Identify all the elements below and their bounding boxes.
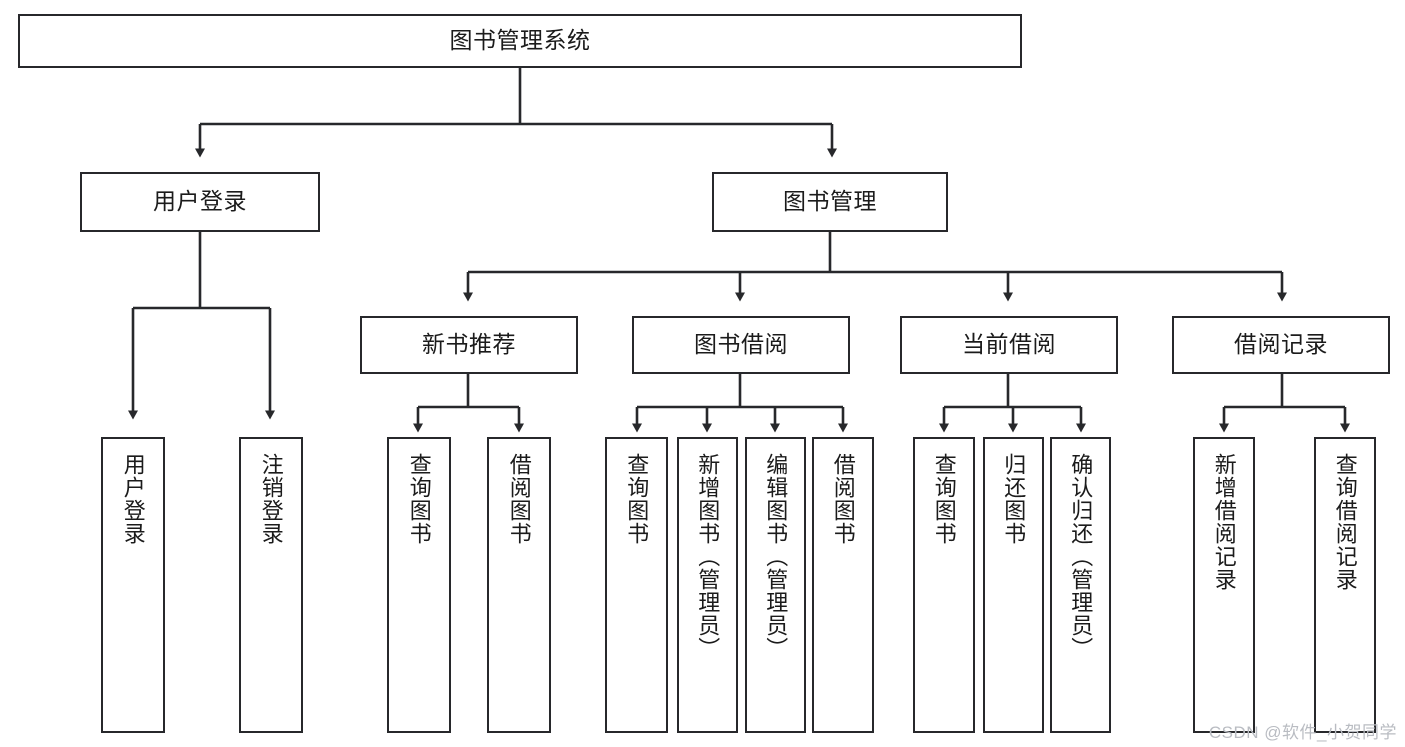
node-root-label: 图书管理系统: [449, 27, 591, 54]
node-borrow-record[interactable]: 借阅记录: [1172, 316, 1390, 374]
node-leaf-query-record-label: 查询借阅记录: [1332, 453, 1358, 591]
node-leaf-add-record[interactable]: 新增借阅记录: [1193, 437, 1255, 733]
node-new-book-rec-label: 新书推荐: [422, 331, 516, 358]
node-root[interactable]: 图书管理系统: [18, 14, 1022, 68]
node-book-manage-label: 图书管理: [783, 188, 877, 215]
node-user-login[interactable]: 用户登录: [80, 172, 320, 232]
node-leaf-borrow-book-1[interactable]: 借阅图书: [487, 437, 551, 733]
node-leaf-query-book-2-label: 查询图书: [624, 453, 650, 545]
node-current-borrow[interactable]: 当前借阅: [900, 316, 1118, 374]
node-book-borrow[interactable]: 图书借阅: [632, 316, 850, 374]
node-leaf-user-login[interactable]: 用户登录: [101, 437, 165, 733]
node-leaf-borrow-book-1-label: 借阅图书: [506, 453, 532, 545]
node-leaf-user-login-label: 用户登录: [120, 453, 146, 545]
node-leaf-add-book-label: 新增图书（管理员）: [695, 453, 721, 660]
node-leaf-query-book-3[interactable]: 查询图书: [913, 437, 975, 733]
node-book-borrow-label: 图书借阅: [694, 331, 788, 358]
node-leaf-confirm-return[interactable]: 确认归还（管理员）: [1050, 437, 1111, 733]
node-leaf-add-book[interactable]: 新增图书（管理员）: [677, 437, 738, 733]
node-user-login-label: 用户登录: [153, 188, 247, 215]
node-leaf-query-book-1-label: 查询图书: [406, 453, 432, 545]
node-leaf-edit-book[interactable]: 编辑图书（管理员）: [745, 437, 806, 733]
node-leaf-logout-login-label: 注销登录: [258, 453, 284, 545]
node-leaf-borrow-book-2[interactable]: 借阅图书: [812, 437, 874, 733]
node-leaf-confirm-return-label: 确认归还（管理员）: [1068, 453, 1094, 660]
node-leaf-query-book-2[interactable]: 查询图书: [605, 437, 668, 733]
node-leaf-edit-book-label: 编辑图书（管理员）: [763, 453, 789, 660]
node-borrow-record-label: 借阅记录: [1234, 331, 1328, 358]
node-leaf-logout-login[interactable]: 注销登录: [239, 437, 303, 733]
node-leaf-query-book-1[interactable]: 查询图书: [387, 437, 451, 733]
node-new-book-rec[interactable]: 新书推荐: [360, 316, 578, 374]
node-current-borrow-label: 当前借阅: [962, 331, 1056, 358]
node-leaf-query-record[interactable]: 查询借阅记录: [1314, 437, 1376, 733]
node-book-manage[interactable]: 图书管理: [712, 172, 948, 232]
node-leaf-add-record-label: 新增借阅记录: [1211, 453, 1237, 591]
node-leaf-query-book-3-label: 查询图书: [931, 453, 957, 545]
node-leaf-borrow-book-2-label: 借阅图书: [830, 453, 856, 545]
node-leaf-return-book-label: 归还图书: [1001, 453, 1027, 545]
node-leaf-return-book[interactable]: 归还图书: [983, 437, 1044, 733]
